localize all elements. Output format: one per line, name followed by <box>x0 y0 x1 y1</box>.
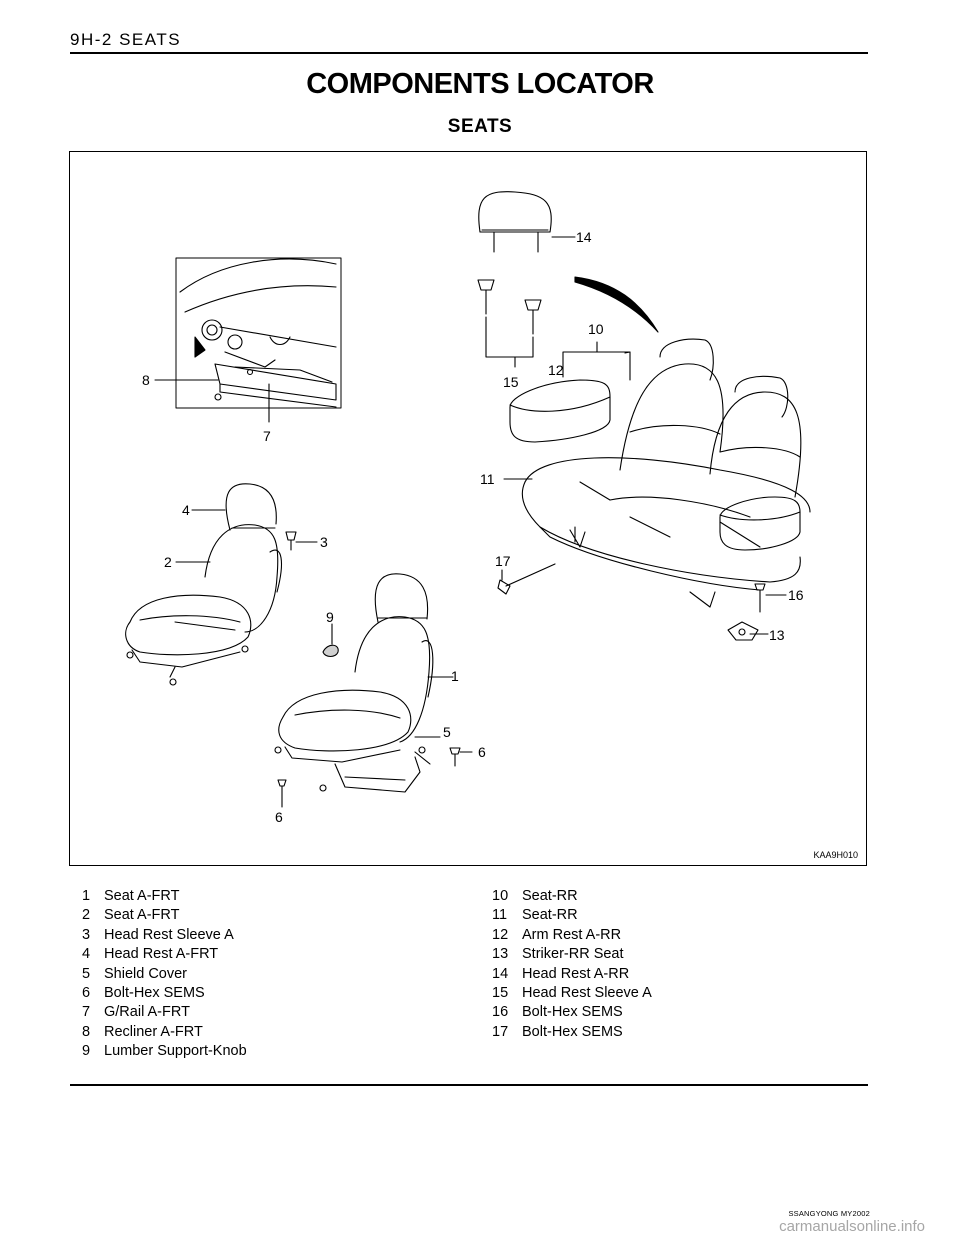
lumbar-knob-9 <box>322 623 339 658</box>
callout-12: 12 <box>548 362 564 378</box>
bolt-16 <box>754 583 787 613</box>
header-rule <box>70 52 868 54</box>
footer-rule <box>70 1084 868 1086</box>
callout-2: 2 <box>164 554 172 570</box>
callout-8: 8 <box>142 372 150 388</box>
watermark: carmanualsonline.info <box>779 1218 925 1235</box>
callout-4: 4 <box>182 502 190 518</box>
recliner-inset <box>175 257 342 409</box>
page-title: COMPONENTS LOCATOR <box>306 68 654 100</box>
callout-6b: 6 <box>275 809 283 825</box>
rear-seat <box>521 338 811 608</box>
callout-16: 16 <box>788 587 804 603</box>
components-figure: 1 2 3 4 5 6 6 7 8 9 10 11 12 13 14 15 16… <box>69 151 867 866</box>
footer-text: SSANGYONG MY2002 <box>788 1209 870 1218</box>
callout-5: 5 <box>443 724 451 740</box>
callout-9: 9 <box>326 609 334 625</box>
callout-1: 1 <box>451 668 459 684</box>
pointer-arrow <box>574 276 659 333</box>
callout-7: 7 <box>263 428 271 444</box>
page-subtitle: SEATS <box>447 116 513 137</box>
front-seat-right <box>274 573 434 793</box>
callout-6a: 6 <box>478 744 486 760</box>
rear-head-rest-14 <box>478 191 552 253</box>
callout-15: 15 <box>503 374 519 390</box>
callout-14: 14 <box>576 229 592 245</box>
figure-code: KAA9H010 <box>813 850 858 860</box>
seat-diagram: 1 2 3 4 5 6 6 7 8 9 10 11 12 13 14 15 16… <box>125 191 811 825</box>
callout-3: 3 <box>320 534 328 550</box>
bolt-6a <box>449 747 473 767</box>
head-rest-sleeves-15 <box>477 279 542 368</box>
callout-13: 13 <box>769 627 785 643</box>
striker-13 <box>727 621 769 641</box>
section-header: 9H-2 SEATS <box>70 30 182 49</box>
bolt-6b <box>277 779 287 808</box>
callout-11: 11 <box>480 471 495 487</box>
bolt-17 <box>497 563 556 595</box>
arm-rest-12 <box>509 379 611 443</box>
head-rest-sleeve-3 <box>285 531 318 551</box>
rear-arm-rest-right <box>719 496 801 551</box>
callout-10: 10 <box>588 321 604 337</box>
front-seat-left <box>125 483 283 686</box>
callout-17: 17 <box>495 553 511 569</box>
